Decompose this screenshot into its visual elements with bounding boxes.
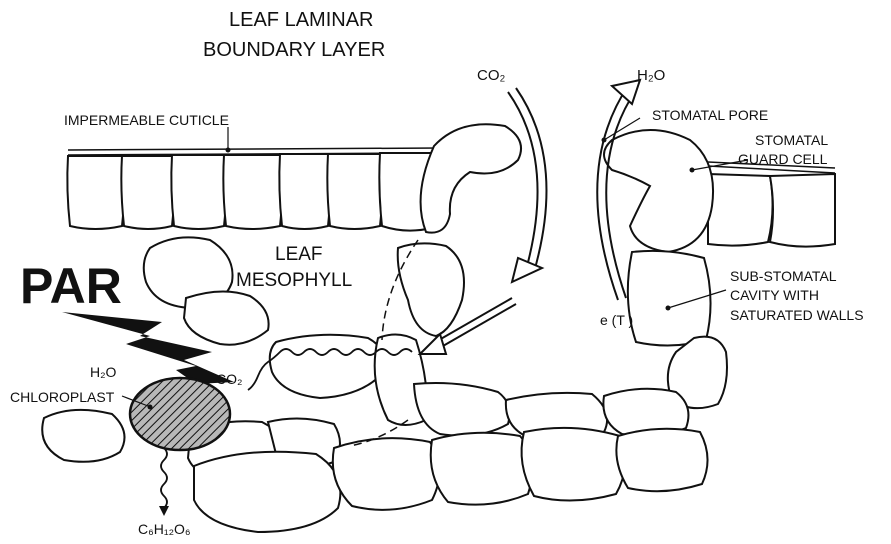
co2-diffusion-arrow: [508, 88, 546, 282]
es-ts-label: e (T ): [600, 312, 633, 328]
guard-cell-left: [421, 124, 521, 232]
guard-cell-right: [604, 130, 713, 252]
glucose-output-arrow: [159, 448, 169, 516]
substomatal-label-line1: SUB-STOMATAL: [730, 268, 837, 284]
cuticle-label: IMPERMEABLE CUTICLE: [64, 112, 229, 128]
stomatal-pore-label: STOMATAL PORE: [652, 107, 768, 123]
par-label: PAR: [20, 258, 122, 314]
chloroplast-label: CHLOROPLAST: [10, 389, 115, 405]
h2o-top-label: H₂O: [637, 67, 665, 84]
substomatal-label-line2: CAVITY WITH: [730, 287, 819, 303]
guard-cell-label-line2: GUARD CELL: [738, 151, 828, 167]
guard-cell-label-line1: STOMATAL: [755, 132, 828, 148]
mesophyll-label-line1: LEAF: [275, 244, 323, 265]
chloroplast: [130, 378, 230, 450]
mesophyll-label-line2: MESOPHYLL: [236, 270, 352, 291]
co2-top-label: CO₂: [477, 67, 506, 84]
co2-chloroplast-label: CO₂: [216, 371, 242, 387]
substomatal-label-line3: SATURATED WALLS: [730, 307, 864, 323]
glucose-label: C₆H₁₂O₆: [138, 521, 191, 537]
h2o-chloroplast-label: H₂O: [90, 364, 117, 380]
mesophyll-cells: [42, 237, 727, 532]
boundary-layer-label-line2: BOUNDARY LAYER: [203, 39, 385, 61]
boundary-layer-label-line1: LEAF LAMINAR: [229, 9, 373, 31]
